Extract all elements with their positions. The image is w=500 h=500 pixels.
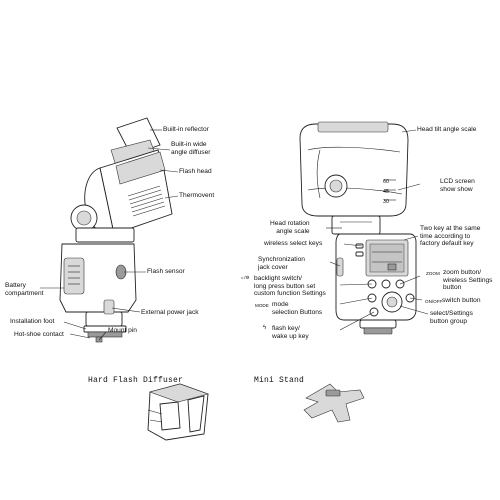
label-wide-angle-diffuser: Built-in wide angle diffuser — [171, 141, 211, 156]
label-mount-pin: Mount pin — [108, 327, 137, 334]
battery-door — [63, 257, 85, 295]
label-mode-selection: mode selection Buttons — [272, 301, 323, 316]
label-wireless-select-keys: wireless select keys — [264, 240, 323, 247]
label-hot-shoe-contact: Hot-shoe contact — [14, 331, 64, 338]
head-scale-60: 60 — [383, 179, 389, 185]
label-battery-compartment: Battery compartment — [5, 282, 44, 297]
label-external-power-jack: External power jack — [141, 309, 199, 316]
label-backlight-switch: backlight switch/ long press button set … — [254, 275, 326, 298]
power-jack — [103, 299, 115, 315]
head-scale-45: 45 — [383, 189, 389, 195]
label-built-in-reflector: Built-in reflector — [163, 126, 209, 133]
flash-key-icon: ϟ — [263, 325, 267, 331]
label-two-key-reset: Two key at the same time according to fa… — [420, 225, 481, 248]
head-scale-30: 30 — [383, 199, 389, 205]
label-flash-key: flash key/ wake up key — [272, 325, 309, 340]
sync-jack-cover — [336, 257, 344, 277]
thermovent-stripes — [127, 185, 166, 217]
right-flash-illustration — [299, 121, 429, 335]
label-switch-button: switch button — [442, 297, 481, 304]
label-zoom-button: zoom button/ wireless Settings button — [443, 269, 493, 292]
label-flash-head: Flash head — [179, 168, 212, 175]
label-lcd-screen: LCD screen show show — [440, 178, 475, 193]
caption-mini-stand: Mini Stand — [254, 376, 305, 385]
mini-stand-illustration — [303, 383, 365, 423]
label-thermovent: Thermovent — [179, 192, 215, 199]
label-head-rotation-angle-scale: Head rotation angle scale — [270, 220, 310, 235]
mount-pin-shape — [95, 336, 103, 343]
label-select-settings-group: select/Settings button group — [430, 310, 473, 325]
zoom-icon-text: ZOOM — [426, 271, 440, 276]
head-rear-shape — [299, 123, 409, 217]
mode-icon-text: MODE — [255, 303, 269, 308]
backlight-icon: ☼/⚙ — [240, 275, 250, 280]
label-sync-jack-cover: Synchronization jack cover — [258, 256, 305, 271]
hard-flash-diffuser-illustration — [147, 383, 210, 441]
label-installation-foot: Installation foot — [10, 318, 55, 325]
caption-hard-flash-diffuser: Hard Flash Diffuser — [88, 376, 184, 385]
label-flash-sensor: Flash sensor — [147, 268, 185, 275]
onoff-icon-text: ON/OFF — [425, 299, 443, 304]
left-flash-illustration — [40, 117, 179, 343]
label-head-tilt-angle-scale: Head tilt angle scale — [417, 126, 477, 133]
